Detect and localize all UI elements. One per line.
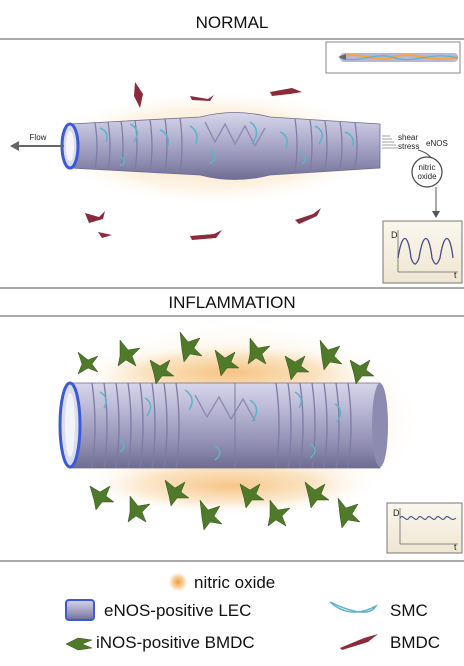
normal-panel-title: NORMAL (196, 13, 269, 32)
legend-bmdc-label: BMDC (390, 633, 440, 652)
legend: nitric oxide eNOS-positive LEC SMC iNOS-… (66, 571, 440, 652)
inflammation-graph-axis-d: D (393, 508, 400, 518)
normal-vessel (62, 113, 380, 180)
legend-nitric-oxide-label: nitric oxide (194, 573, 275, 592)
shear-label: shear (398, 133, 418, 142)
nitric-label: nitric (419, 163, 436, 172)
stress-label: stress (398, 142, 419, 151)
legend-enos-lec-label: eNOS-positive LEC (104, 601, 251, 620)
legend-bmdc-icon (340, 634, 378, 650)
inflammation-panel-title: INFLAMMATION (168, 293, 295, 312)
enos-label: eNOS (426, 139, 448, 148)
legend-enos-lec-icon (66, 600, 94, 620)
flow-label: Flow (30, 133, 47, 142)
legend-smc-label: SMC (390, 601, 428, 620)
legend-inos-bmdc-icon (66, 638, 92, 650)
normal-graph-axis-d: D (391, 230, 398, 240)
legend-nitric-oxide-icon (167, 571, 189, 593)
legend-inos-bmdc-label: iNOS-positive BMDC (96, 633, 255, 652)
oxide-label: oxide (417, 172, 437, 181)
legend-smc-icon (330, 602, 376, 612)
inflammation-vessel (60, 383, 388, 468)
